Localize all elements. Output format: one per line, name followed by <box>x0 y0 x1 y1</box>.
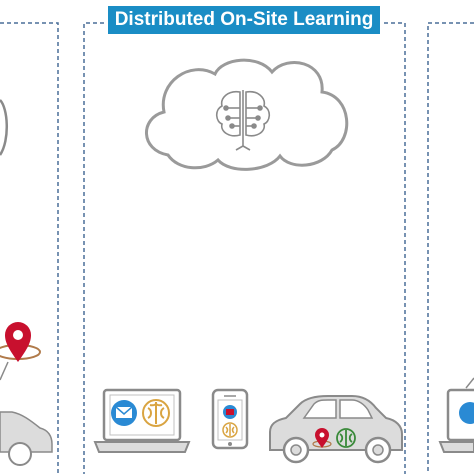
email-icon <box>459 402 474 424</box>
center-panel <box>83 22 406 474</box>
location-pin-icon <box>0 322 41 362</box>
laptop-icon <box>93 388 191 453</box>
brain-icon <box>222 422 238 438</box>
right-panel <box>427 22 474 474</box>
location-pin-icon <box>312 428 332 448</box>
email-icon <box>223 405 237 419</box>
panel-title: Distributed On-Site Learning <box>114 9 374 30</box>
brain-icon <box>142 399 170 427</box>
car-icon <box>269 395 403 464</box>
left-cloud-fragment <box>0 99 8 156</box>
circuit-brain-icon <box>215 90 271 151</box>
brain-icon <box>336 428 356 448</box>
left-panel <box>0 22 59 474</box>
panel-title-banner: Distributed On-Site Learning <box>106 4 382 36</box>
car-icon <box>0 411 53 466</box>
email-icon <box>111 400 137 426</box>
